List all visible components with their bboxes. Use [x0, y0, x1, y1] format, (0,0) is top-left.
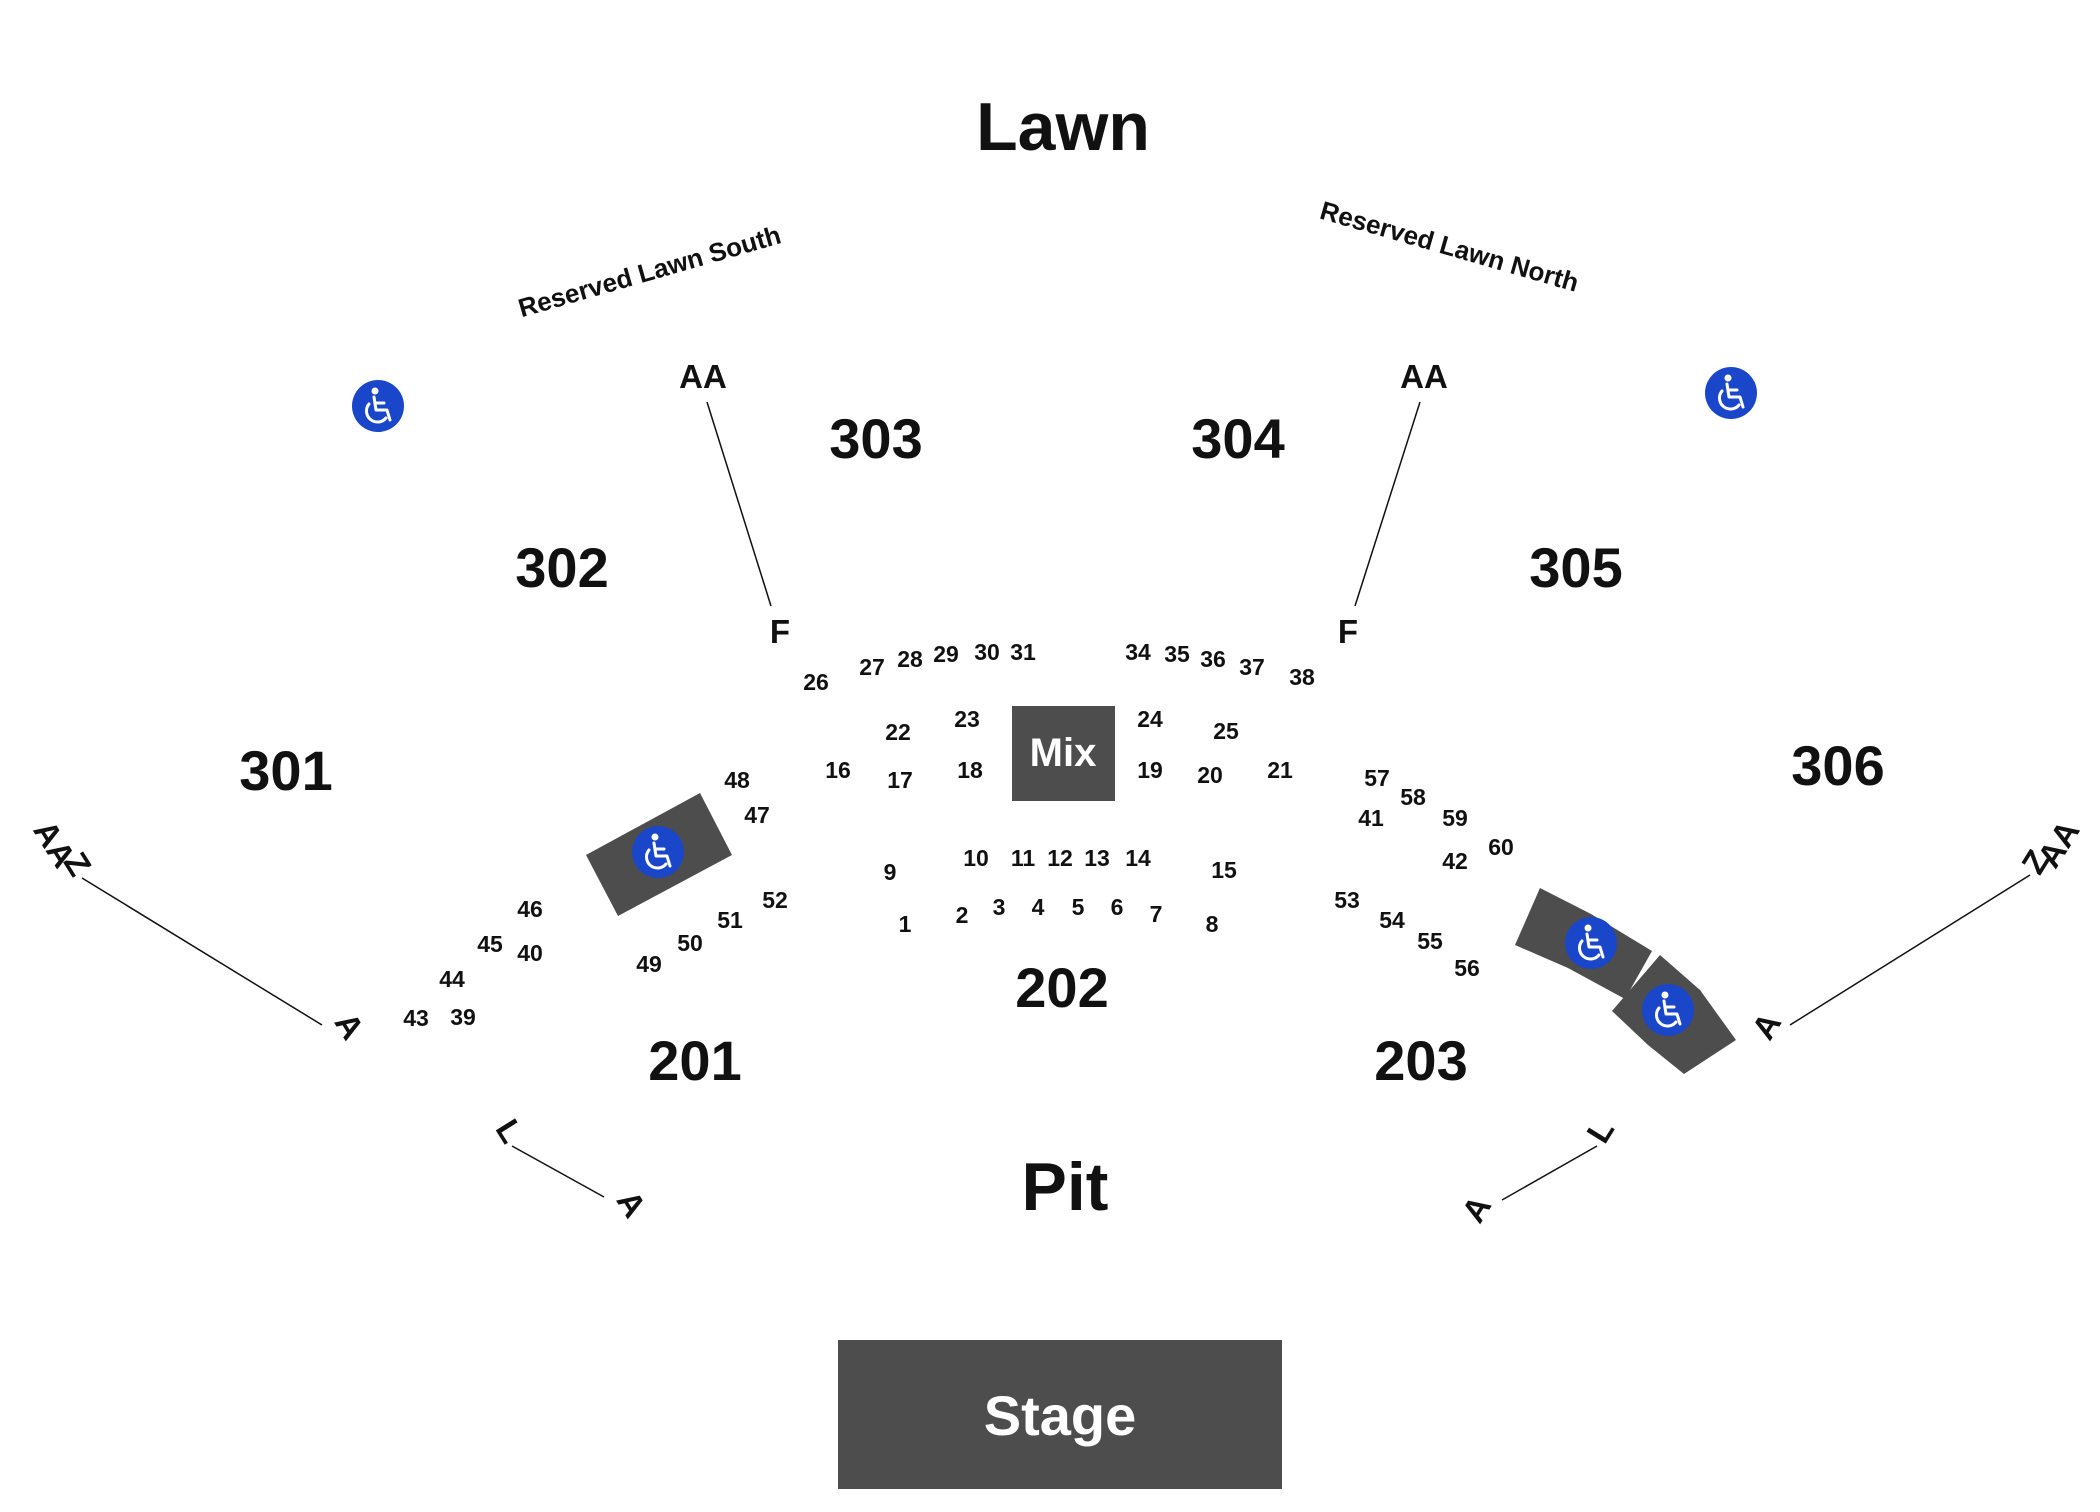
section-202[interactable]: 202	[1015, 956, 1108, 1019]
row-label-aa-302: AA	[679, 358, 727, 395]
box-17[interactable]: 17	[887, 767, 913, 793]
box-54[interactable]: 54	[1379, 907, 1405, 933]
row-line-306	[1789, 874, 2031, 1026]
box-16[interactable]: 16	[825, 757, 851, 783]
section-304[interactable]: 304	[1191, 407, 1284, 470]
box-58[interactable]: 58	[1400, 784, 1426, 810]
stage-block	[838, 1340, 1282, 1489]
section-306[interactable]: 306	[1791, 734, 1884, 797]
box-14[interactable]: 14	[1125, 845, 1151, 871]
wheelchair-icon	[1640, 982, 1696, 1038]
box-34[interactable]: 34	[1125, 639, 1151, 665]
box-10[interactable]: 10	[963, 845, 989, 871]
box-47[interactable]: 47	[744, 802, 770, 828]
pit-label[interactable]: Pit	[1022, 1149, 1109, 1225]
box-19[interactable]: 19	[1137, 757, 1163, 783]
box-11[interactable]: 11	[1011, 845, 1036, 871]
box-23[interactable]: 23	[954, 706, 980, 732]
box-45[interactable]: 45	[477, 931, 503, 957]
section-305[interactable]: 305	[1529, 536, 1622, 599]
mix-label: Mix	[1030, 731, 1097, 775]
stage-label: Stage	[984, 1384, 1137, 1447]
box-6[interactable]: 6	[1111, 894, 1124, 920]
box-42[interactable]: 42	[1442, 848, 1468, 874]
box-40[interactable]: 40	[517, 940, 543, 966]
row-line-302	[706, 401, 772, 607]
box-7[interactable]: 7	[1150, 901, 1163, 927]
box-39[interactable]: 39	[450, 1004, 476, 1030]
wheelchair-icon	[1703, 365, 1759, 421]
box-38[interactable]: 38	[1289, 664, 1315, 690]
row-line-305	[1354, 401, 1421, 607]
mix-block	[1012, 706, 1115, 801]
box-36[interactable]: 36	[1200, 646, 1226, 672]
box-4[interactable]: 4	[1032, 894, 1045, 920]
box-50[interactable]: 50	[677, 930, 703, 956]
box-59[interactable]: 59	[1442, 805, 1468, 831]
section-203[interactable]: 203	[1374, 1029, 1467, 1092]
row-line-301	[81, 877, 323, 1026]
box-37[interactable]: 37	[1239, 654, 1265, 680]
box-27[interactable]: 27	[859, 654, 885, 680]
box-28[interactable]: 28	[897, 646, 923, 672]
box-52[interactable]: 52	[762, 887, 788, 913]
box-24[interactable]: 24	[1137, 706, 1163, 732]
wheelchair-icon	[1563, 915, 1619, 971]
box-9[interactable]: 9	[884, 859, 897, 885]
box-30[interactable]: 30	[974, 639, 1000, 665]
wheelchair-icon	[630, 824, 686, 880]
box-21[interactable]: 21	[1267, 757, 1293, 783]
box-1[interactable]: 1	[899, 911, 912, 937]
box-8[interactable]: 8	[1206, 911, 1219, 937]
box-12[interactable]: 12	[1047, 845, 1073, 871]
box-51[interactable]: 51	[717, 907, 743, 933]
row-line-203	[1501, 1145, 1598, 1201]
box-31[interactable]: 31	[1010, 639, 1036, 665]
box-22[interactable]: 22	[885, 719, 911, 745]
box-2[interactable]: 2	[956, 902, 969, 928]
section-201[interactable]: 201	[648, 1029, 741, 1092]
row-label-l-203: L	[1579, 1113, 1621, 1150]
box-26[interactable]: 26	[803, 669, 829, 695]
section-303[interactable]: 303	[829, 407, 922, 470]
box-3[interactable]: 3	[993, 894, 1006, 920]
box-5[interactable]: 5	[1072, 894, 1085, 920]
reserved-lawn-south-label[interactable]: Reserved Lawn South	[515, 219, 784, 323]
box-20[interactable]: 20	[1197, 762, 1223, 788]
section-302[interactable]: 302	[515, 536, 608, 599]
lawn-label[interactable]: Lawn	[976, 89, 1150, 165]
row-label-f-302: F	[770, 613, 790, 650]
box-49[interactable]: 49	[636, 951, 662, 977]
box-29[interactable]: 29	[933, 641, 959, 667]
row-line-201	[511, 1145, 605, 1198]
box-41[interactable]: 41	[1358, 805, 1384, 831]
box-55[interactable]: 55	[1417, 928, 1443, 954]
box-25[interactable]: 25	[1213, 718, 1239, 744]
row-label-l-201: L	[489, 1113, 531, 1150]
box-56[interactable]: 56	[1454, 955, 1480, 981]
row-label-f-305: F	[1338, 613, 1358, 650]
box-44[interactable]: 44	[439, 966, 465, 992]
wheelchair-icon	[350, 378, 406, 434]
box-48[interactable]: 48	[724, 767, 750, 793]
row-label-a-203: A	[1454, 1189, 1498, 1229]
reserved-lawn-north-label[interactable]: Reserved Lawn North	[1317, 195, 1582, 298]
row-label-a-306: A	[1744, 1006, 1788, 1046]
box-13[interactable]: 13	[1084, 845, 1110, 871]
box-57[interactable]: 57	[1364, 765, 1390, 791]
row-label-aa-305: AA	[1400, 358, 1448, 395]
row-label-a-301: A	[328, 1006, 372, 1046]
box-18[interactable]: 18	[957, 757, 983, 783]
box-53[interactable]: 53	[1334, 887, 1360, 913]
row-label-a-201: A	[610, 1184, 654, 1224]
box-60[interactable]: 60	[1488, 834, 1514, 860]
box-35[interactable]: 35	[1164, 641, 1190, 667]
box-43[interactable]: 43	[403, 1005, 429, 1031]
box-46[interactable]: 46	[517, 896, 543, 922]
section-301[interactable]: 301	[239, 739, 332, 802]
box-15[interactable]: 15	[1211, 857, 1237, 883]
